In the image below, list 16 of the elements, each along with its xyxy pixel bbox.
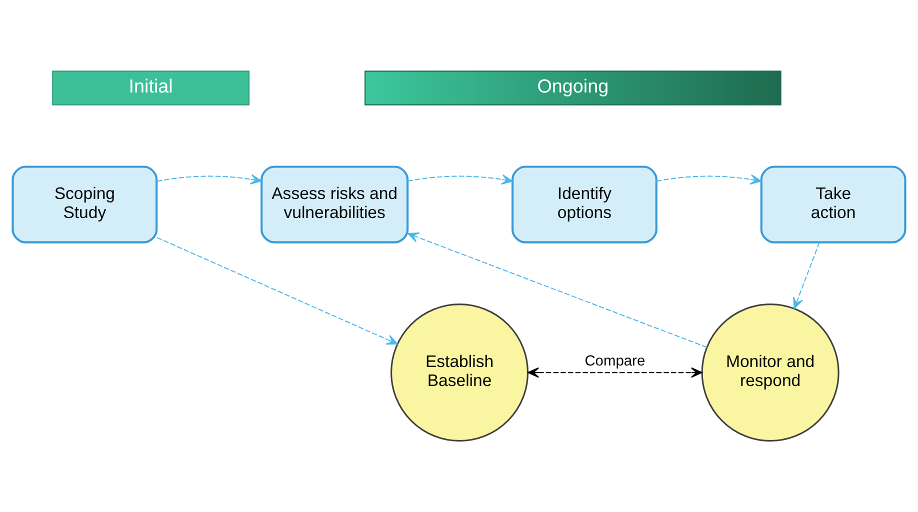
- arrow: [656, 174, 762, 185]
- arrow: [793, 242, 820, 309]
- arrow: [407, 232, 708, 348]
- edge-label: Compare: [584, 353, 646, 370]
- node-box: Identify options: [512, 166, 658, 244]
- arrow: [528, 367, 702, 378]
- node-box: Take action: [760, 166, 906, 244]
- arrow: [156, 237, 398, 345]
- node-box: Ongoing: [364, 70, 782, 106]
- node-circle: Monitor and respond: [701, 304, 840, 442]
- arrow: [408, 174, 513, 185]
- arrow: [156, 174, 262, 184]
- node-box: Scoping Study: [12, 166, 158, 244]
- node-circle: Establish Baseline: [390, 304, 529, 442]
- node-box: Initial: [52, 70, 250, 106]
- node-box: Assess risks and vulnerabilities: [260, 166, 409, 244]
